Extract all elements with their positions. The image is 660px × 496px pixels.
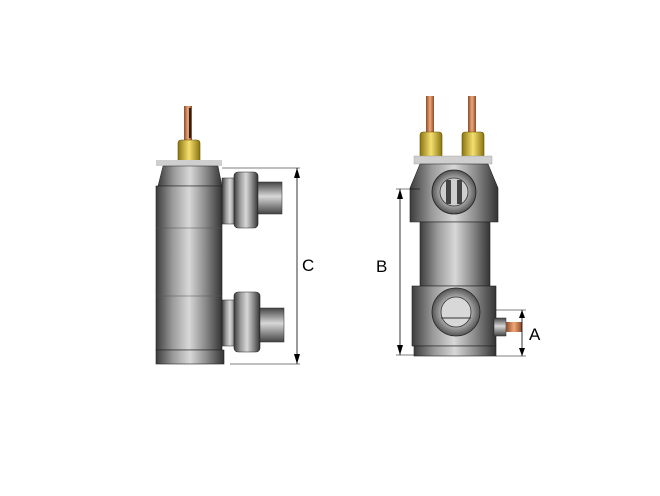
main-cylinder <box>155 185 223 351</box>
copper-tube <box>184 106 192 150</box>
top-plate <box>156 160 222 166</box>
copper-tube <box>426 96 434 144</box>
dimension-label-b: B <box>376 257 387 276</box>
copper-tube <box>468 96 476 144</box>
upper-nut <box>233 171 259 229</box>
front-view: B A <box>376 96 541 357</box>
top-cap <box>157 165 223 187</box>
brass-fitting <box>461 131 485 159</box>
port-mark <box>446 180 451 204</box>
lower-port-inner <box>440 296 472 328</box>
base <box>155 349 225 365</box>
lower-nut <box>233 291 261 353</box>
upper-pipe <box>257 181 283 215</box>
side-nozzle <box>493 317 507 337</box>
port-mark <box>457 180 462 204</box>
side-view: C <box>155 106 314 365</box>
dimension-b: B <box>376 188 420 356</box>
lower-pipe <box>259 307 285 343</box>
dimension-label-a: A <box>529 325 541 344</box>
brass-fitting <box>419 131 443 159</box>
dimension-c: C <box>222 167 314 365</box>
tube-line <box>189 108 191 138</box>
dimension-label-c: C <box>302 256 314 275</box>
dimension-a: A <box>496 309 541 357</box>
main-cylinder <box>419 221 491 287</box>
base <box>413 345 497 357</box>
side-tube <box>506 322 522 332</box>
upper-port-inner <box>439 177 469 207</box>
top-plate <box>413 155 493 165</box>
